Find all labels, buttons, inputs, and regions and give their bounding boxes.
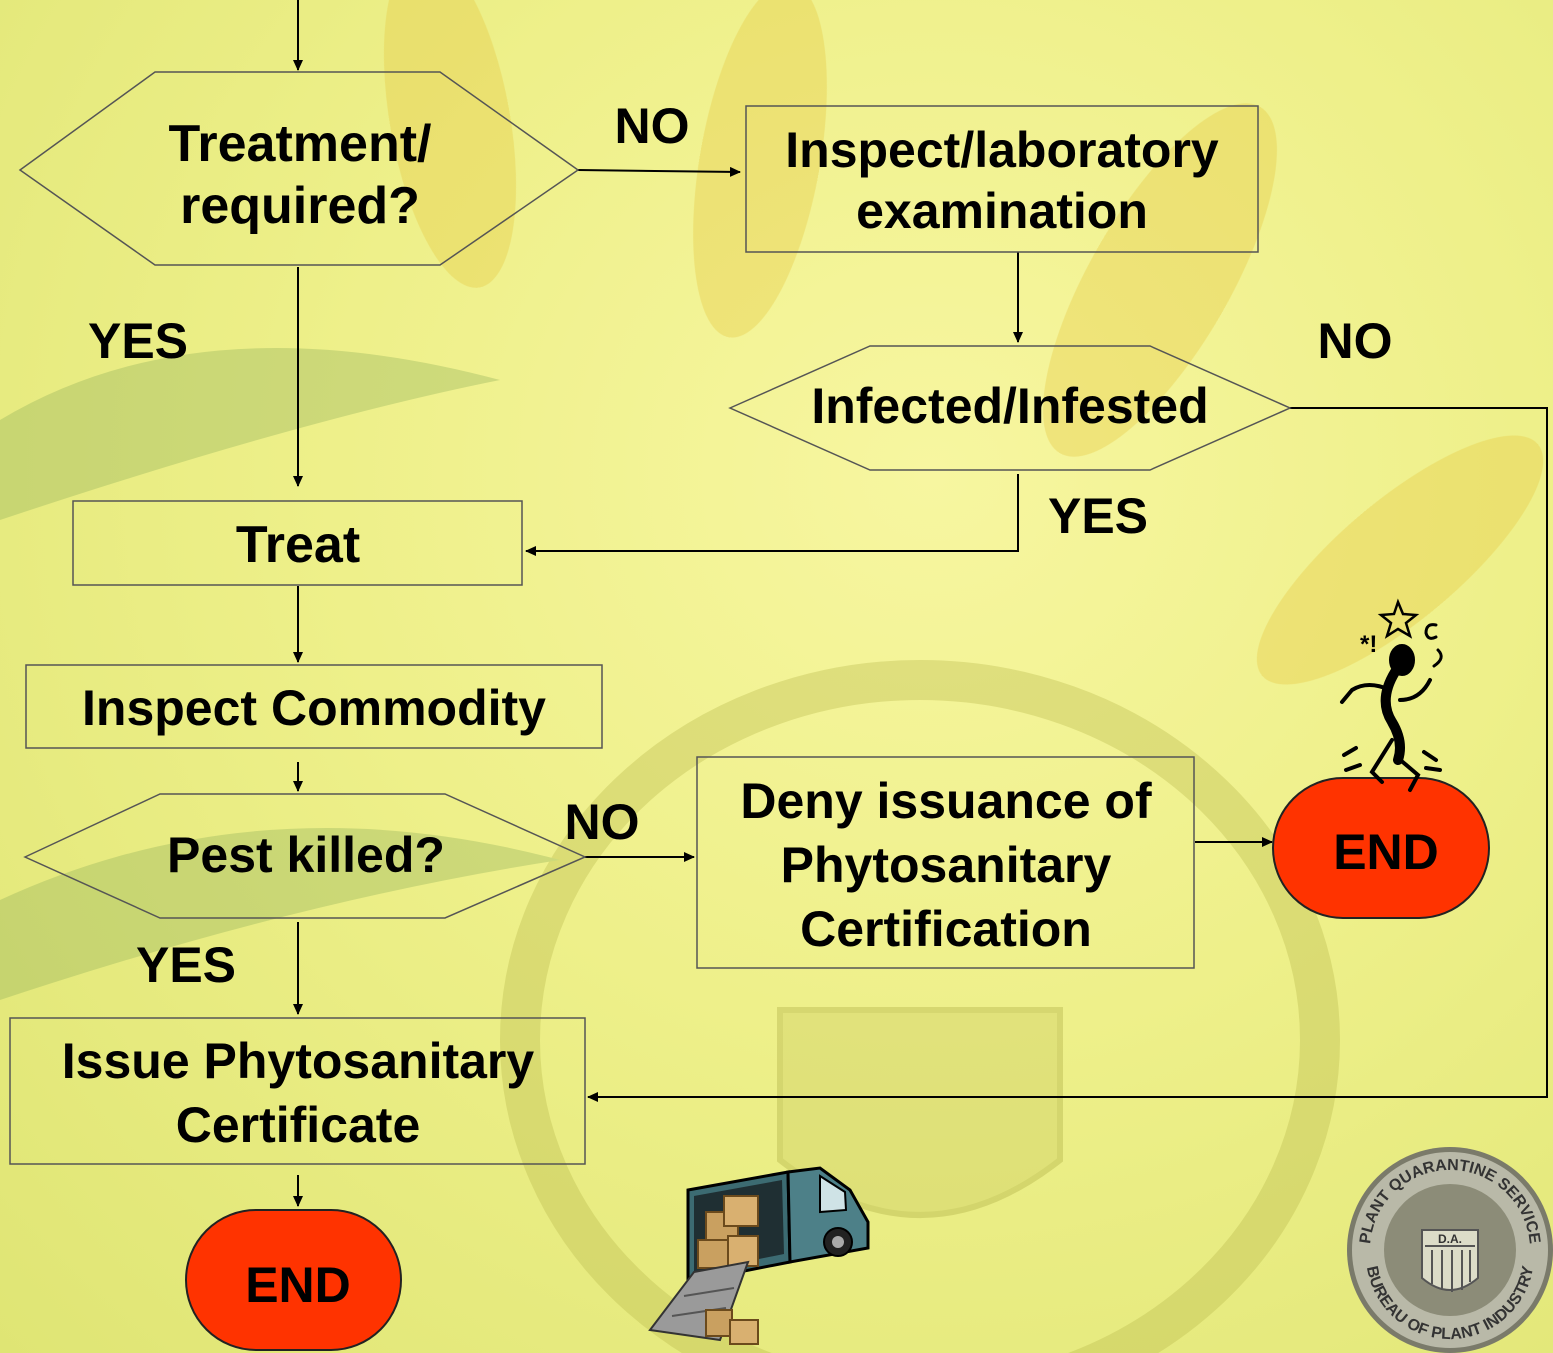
- edge-label-infected-no: NO: [1318, 313, 1393, 369]
- decision-treatment-required: [18, 71, 580, 266]
- edge-label-treatment-yes: YES: [88, 313, 188, 369]
- process-treat: [72, 500, 523, 586]
- terminal-end-bottom: [185, 1209, 402, 1351]
- process-issue-certificate: [9, 1017, 586, 1165]
- decision-infected: [728, 345, 1292, 471]
- end-right-label: END: [1333, 824, 1439, 880]
- treat-label: Treat: [236, 516, 360, 574]
- bureau-plant-industry-seal: D.A. PLANT QUARANTINE SERVICE BUREAU OF …: [1347, 1147, 1553, 1353]
- inspect-lab-line1: Inspect/laboratory: [785, 122, 1219, 178]
- terminal-end-right: [1272, 777, 1490, 919]
- edge-treatment-no: [577, 166, 741, 177]
- process-deny: [696, 756, 1195, 969]
- delivery-truck-icon: [648, 1166, 870, 1345]
- dizzy-figure-icon: *!: [1340, 598, 1443, 792]
- infected-label: Infected/Infested: [811, 378, 1208, 434]
- treatment-required-line1: Treatment/: [169, 115, 432, 173]
- edge-infected-no: [587, 407, 1548, 1102]
- edge-label-treatment-no: NO: [615, 98, 690, 154]
- issue-line2: Certificate: [176, 1097, 421, 1153]
- svg-text:*!: *!: [1360, 631, 1377, 658]
- deny-line3: Certification: [800, 901, 1092, 957]
- deny-line2: Phytosanitary: [781, 837, 1112, 893]
- decision-pest-killed: [23, 793, 587, 919]
- deny-line1: Deny issuance of: [740, 773, 1152, 829]
- treatment-required-line2: required?: [180, 177, 420, 235]
- edge-label-pest-yes: YES: [136, 937, 236, 993]
- issue-line1: Issue Phytosanitary: [62, 1033, 535, 1089]
- process-inspect-lab: [745, 105, 1259, 253]
- process-inspect-commodity: [25, 664, 603, 749]
- inspect-commodity-label: Inspect Commodity: [82, 680, 546, 736]
- edge-infected-yes: [525, 474, 1019, 556]
- end-bottom-label: END: [245, 1257, 351, 1313]
- pest-killed-label: Pest killed?: [167, 827, 445, 883]
- inspect-lab-line2: examination: [856, 183, 1148, 239]
- edge-label-infected-yes: YES: [1048, 488, 1148, 544]
- edge-label-pest-no: NO: [565, 794, 640, 850]
- seal-shield-text: D.A.: [1438, 1232, 1462, 1246]
